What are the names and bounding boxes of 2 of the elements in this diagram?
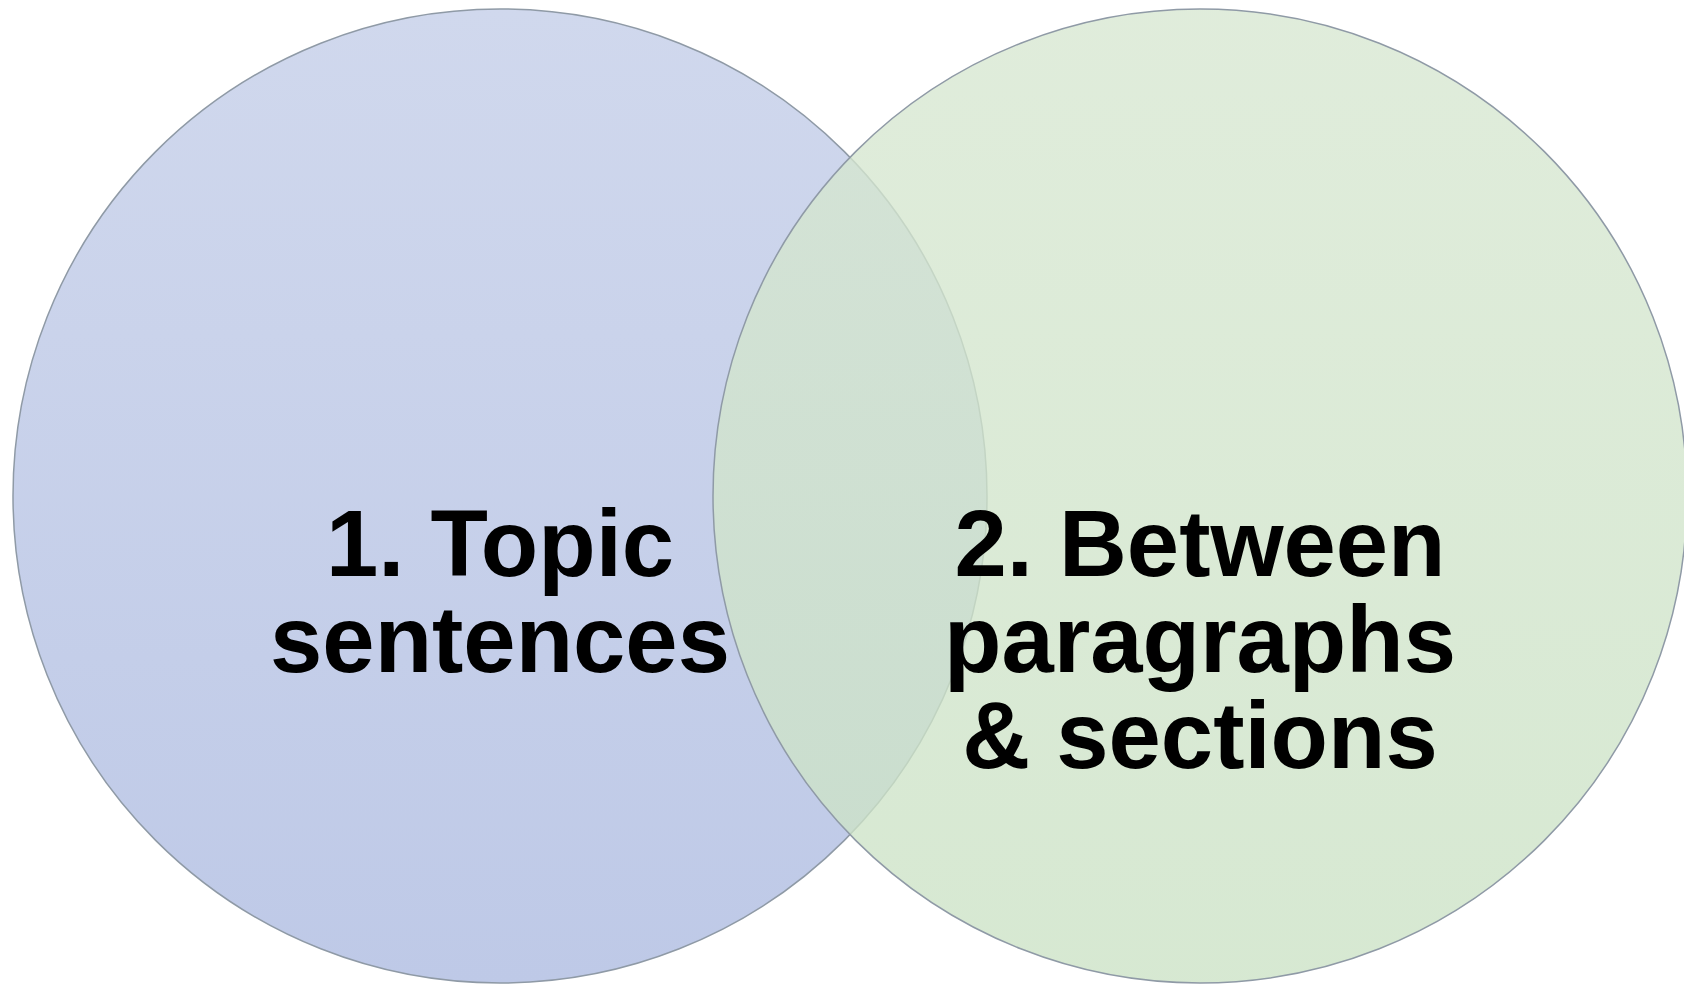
circle-label: 1. Topic sentences [269, 496, 731, 688]
circle-label: 2. Between paragraphs & sections [943, 496, 1457, 784]
